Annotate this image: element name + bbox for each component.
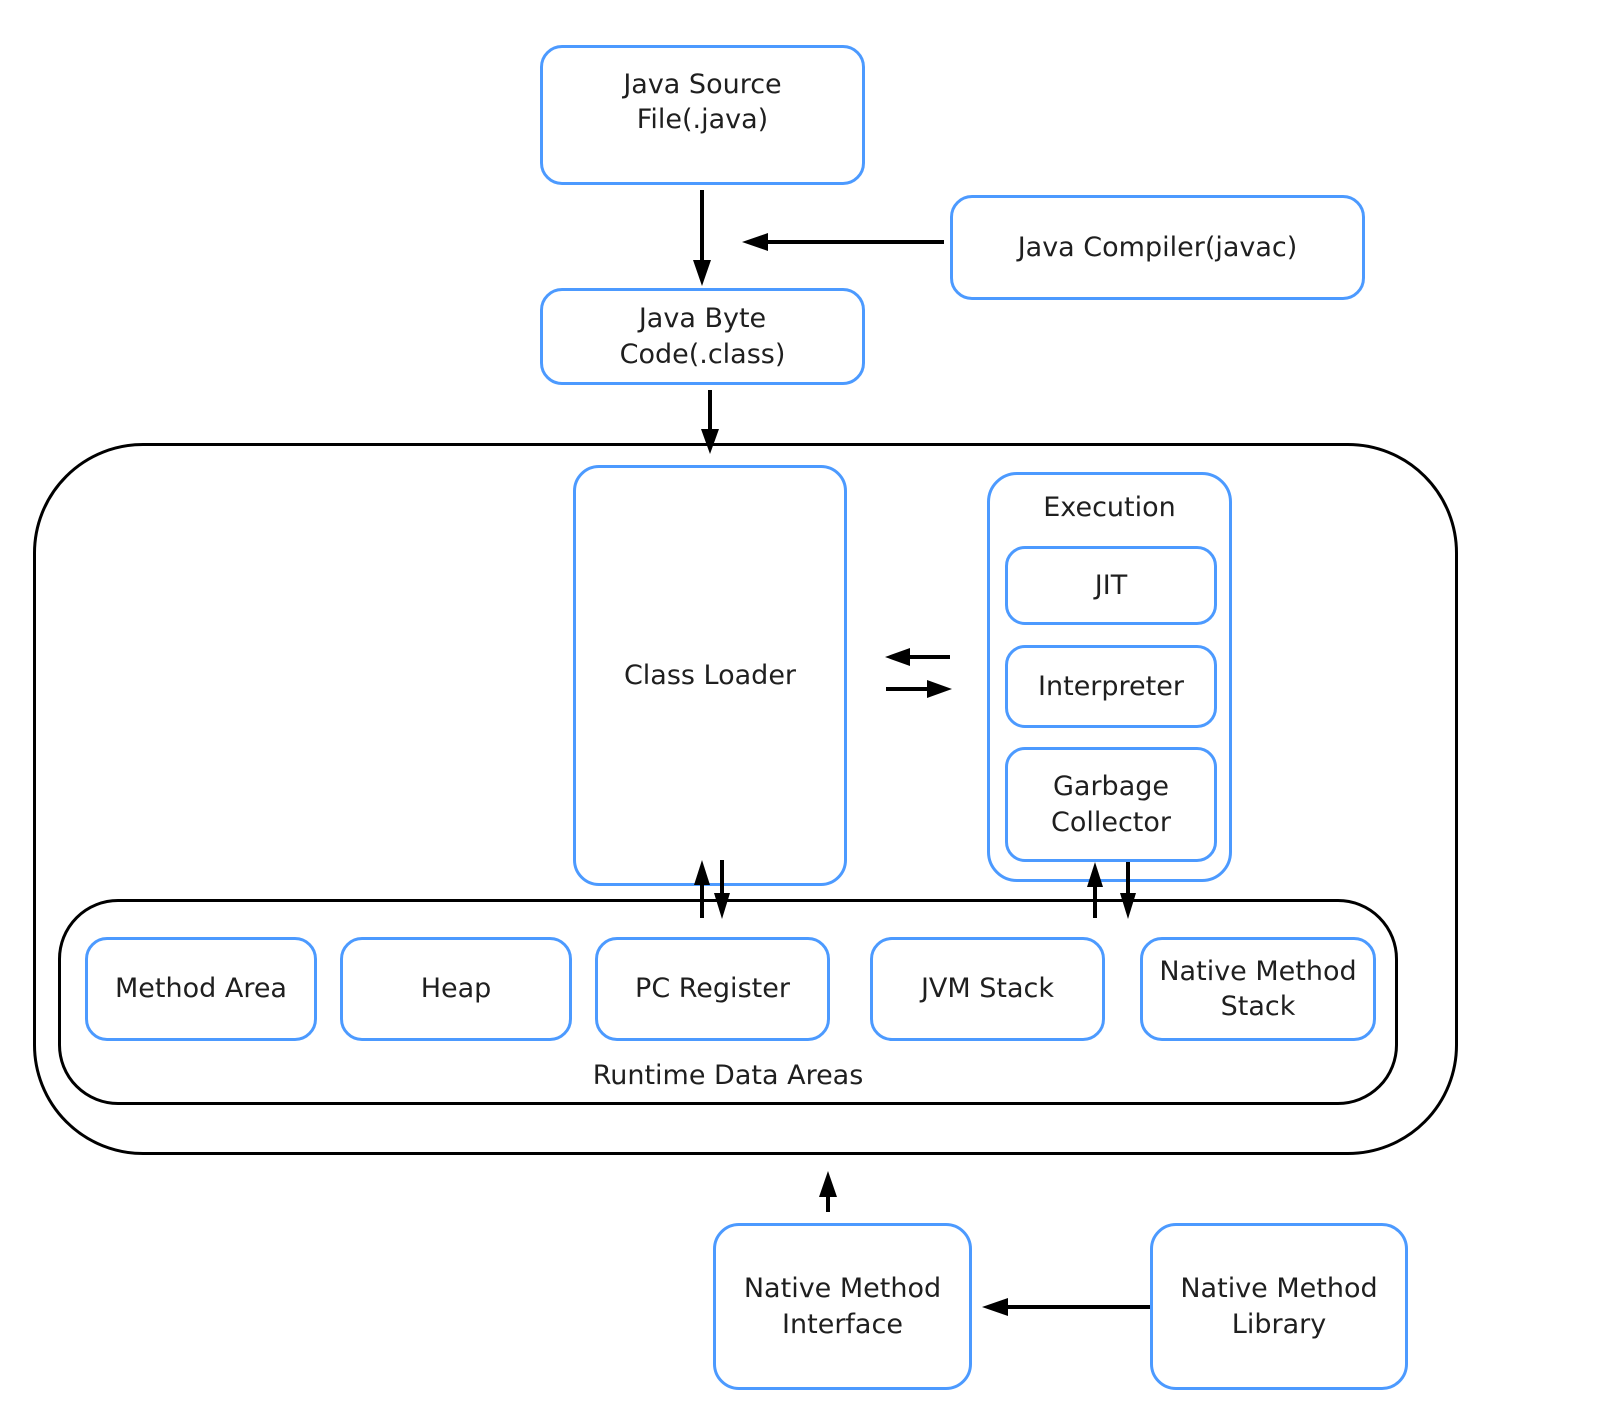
interpreter-label: Interpreter <box>1038 670 1184 702</box>
runtime-data-areas-label: Runtime Data Areas <box>592 1060 864 1091</box>
pc-register-label: PC Register <box>635 973 790 1005</box>
interpreter-box: Interpreter <box>1005 645 1217 728</box>
native-method-stack-box: Native Method Stack <box>1140 937 1376 1041</box>
native-method-library-box: Native Method Library <box>1150 1223 1408 1390</box>
pc-register-box: PC Register <box>595 937 830 1041</box>
native-method-interface-box: Native Method Interface <box>713 1223 972 1390</box>
class-loader-box: Class Loader <box>573 465 847 886</box>
arrow-nml-to-nmi <box>982 1298 1150 1316</box>
heap-box: Heap <box>340 937 572 1041</box>
jvm-box <box>33 443 1458 1155</box>
method-area-label: Method Area <box>115 973 287 1005</box>
jvm-stack-box: JVM Stack <box>870 937 1105 1041</box>
java-compiler-box: Java Compiler(javac) <box>950 195 1365 300</box>
java-compiler-label: Java Compiler(javac) <box>1017 231 1298 263</box>
java-source-file-label: Java Source File(.java) <box>623 68 782 135</box>
jit-label: JIT <box>1094 569 1128 601</box>
native-method-interface-label: Native Method Interface <box>743 1273 942 1340</box>
execution-engine-box <box>987 472 1232 882</box>
java-byte-code-label: Java Byte Code(.class) <box>619 303 786 370</box>
java-source-file-box: Java Source File(.java) <box>540 45 865 185</box>
java-byte-code-box: Java Byte Code(.class) <box>540 288 865 385</box>
arrow-source-to-bytecode <box>693 190 711 286</box>
jvm-stack-label: JVM Stack <box>920 973 1055 1005</box>
native-method-stack-label: Native Method Stack <box>1159 955 1357 1022</box>
garbage-collector-box: Garbage Collector <box>1005 747 1217 862</box>
garbage-collector-label: Garbage Collector <box>1050 771 1172 838</box>
native-method-library-label: Native Method Library <box>1180 1273 1378 1340</box>
execution-label: Execution <box>1043 492 1176 523</box>
arrow-compiler-to-flow <box>742 233 944 251</box>
arrow-nmi-to-jvm <box>819 1171 837 1212</box>
method-area-box: Method Area <box>85 937 317 1041</box>
jit-box: JIT <box>1005 546 1217 625</box>
heap-label: Heap <box>420 973 492 1005</box>
class-loader-label: Class Loader <box>623 659 797 691</box>
